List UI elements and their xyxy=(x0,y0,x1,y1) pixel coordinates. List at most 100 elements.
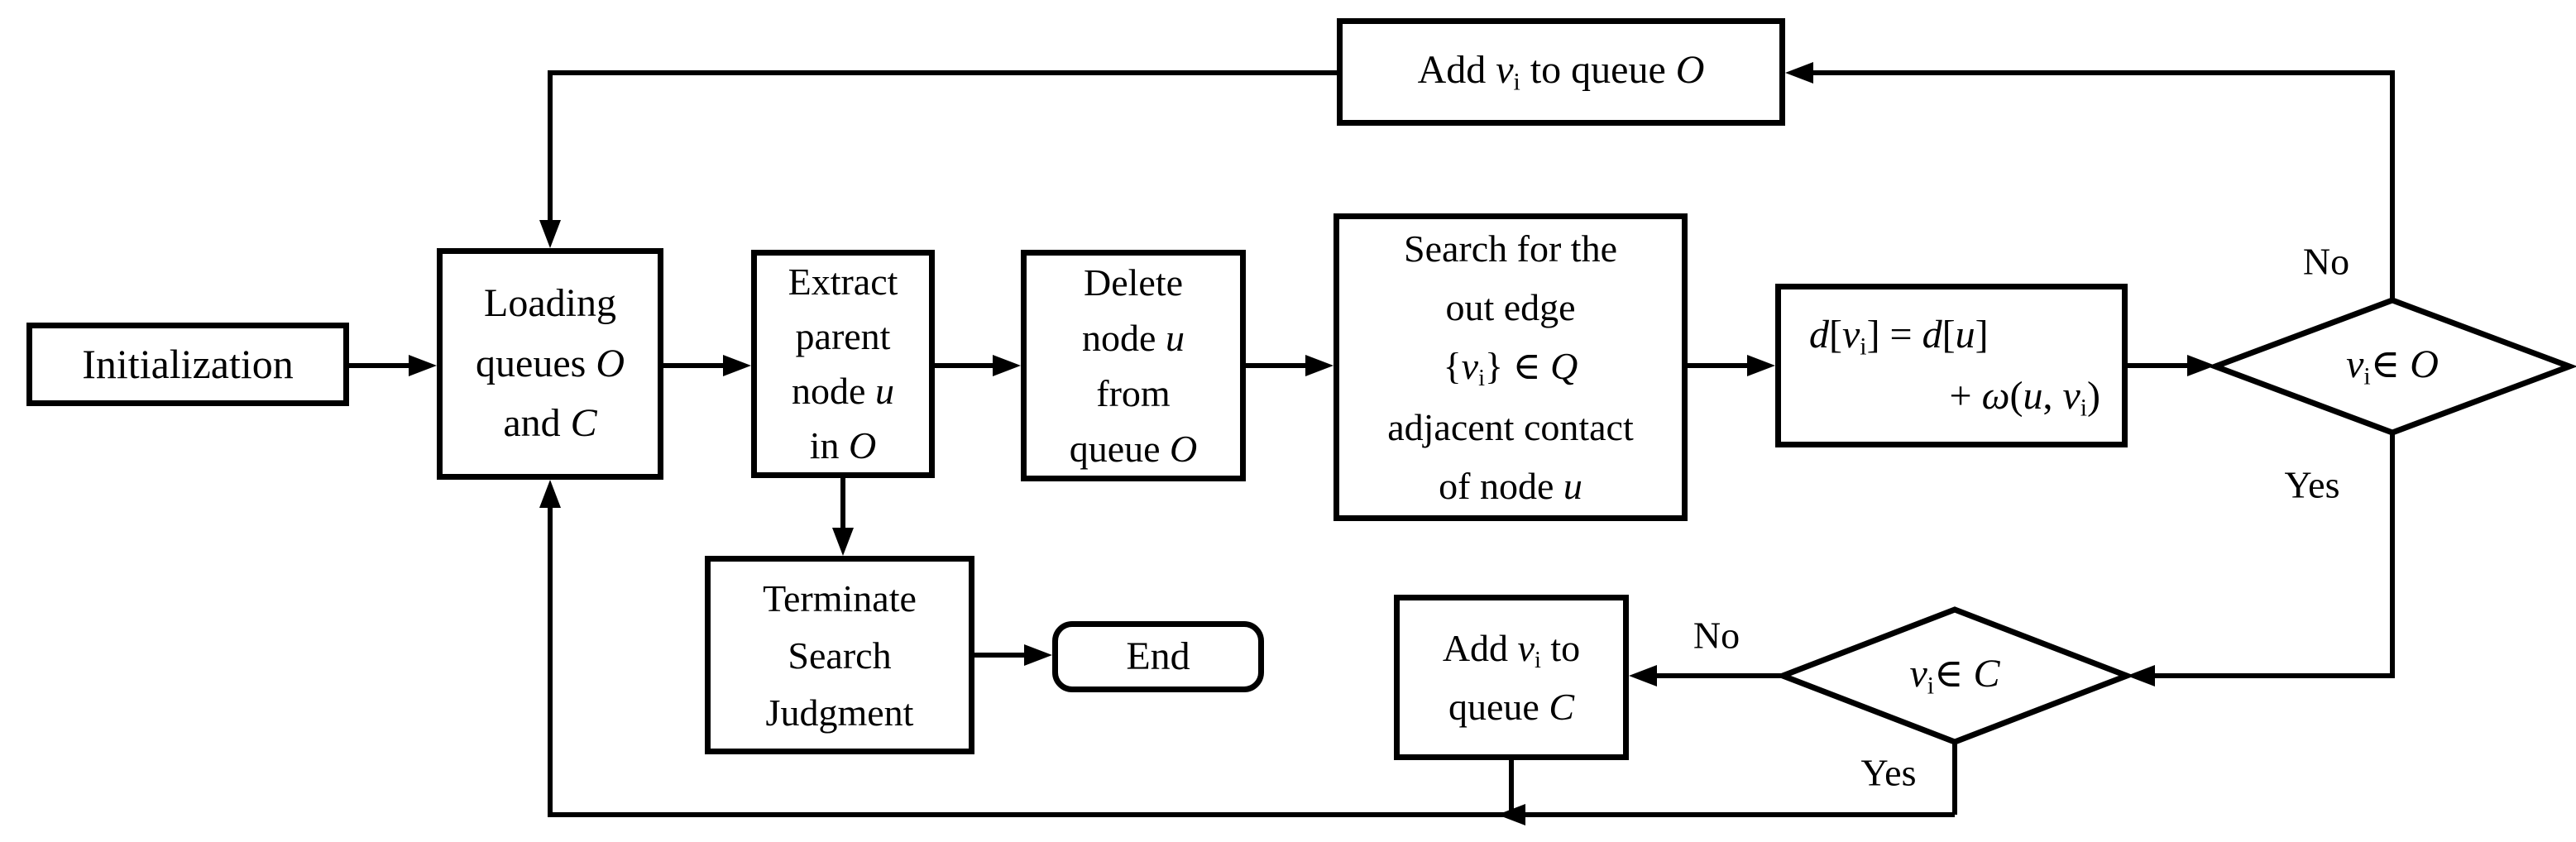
node-delete-node: Delete node u from queue O xyxy=(1021,250,1246,481)
node-line: of node u xyxy=(1439,457,1582,515)
node-line: queues O xyxy=(476,334,625,395)
text-segment: v xyxy=(1909,652,1927,696)
node-end: End xyxy=(1052,621,1264,692)
text-segment: u xyxy=(2023,374,2043,418)
node-line: Initialization xyxy=(82,337,293,391)
label-yes-bottom: Yes xyxy=(1860,751,1917,794)
node-line: node u xyxy=(1082,310,1185,366)
node-line: vi∈ O xyxy=(2346,341,2439,391)
text-segment: Delete xyxy=(1083,261,1184,304)
text-segment: i xyxy=(2080,394,2088,422)
node-line: and C xyxy=(503,394,596,454)
arrowhead-icon xyxy=(723,355,751,376)
text-segment: O xyxy=(849,424,877,467)
edge-decision-o-yes-to-decision-c xyxy=(2153,433,2395,678)
label-yes-right: Yes xyxy=(2284,463,2340,506)
arrowhead-icon xyxy=(1305,355,1333,376)
text-segment: O xyxy=(2410,342,2439,387)
text-segment: to queue xyxy=(1520,48,1676,93)
node-line: out edge xyxy=(1445,278,1575,337)
text-segment: C xyxy=(570,401,597,446)
arrowhead-icon xyxy=(832,528,854,556)
node-line: vi∈ C xyxy=(1909,650,1999,701)
text-segment: d xyxy=(1922,312,1942,356)
arrowhead-icon xyxy=(409,355,437,376)
text-segment: Loading xyxy=(484,280,616,325)
text-segment: i xyxy=(1478,366,1486,392)
text-segment: to xyxy=(1540,626,1581,669)
text-segment: i xyxy=(2363,362,2371,390)
text-segment: C xyxy=(1549,686,1575,729)
arrowhead-icon xyxy=(2127,665,2155,687)
text-segment: ∈ xyxy=(1934,652,1974,696)
text-segment: and xyxy=(503,401,571,446)
text-segment: out edge xyxy=(1445,286,1576,329)
arrowhead-icon xyxy=(1497,804,1525,825)
text-segment: Add xyxy=(1442,626,1518,669)
arrowhead-icon xyxy=(993,355,1021,376)
node-line: queue O xyxy=(1070,421,1198,476)
text-segment: v xyxy=(2346,342,2364,387)
node-line: Search xyxy=(788,627,891,684)
text-segment: Q xyxy=(1550,345,1578,388)
text-segment: queues xyxy=(476,341,596,385)
text-segment: of node xyxy=(1439,464,1563,507)
text-segment: v xyxy=(1496,48,1514,93)
text-segment: ] = xyxy=(1866,312,1922,356)
node-line: Loading xyxy=(484,274,616,334)
text-segment: u xyxy=(1563,464,1582,507)
text-segment: from xyxy=(1096,372,1171,414)
text-segment: [ xyxy=(1942,312,1956,356)
text-segment: parent xyxy=(795,314,891,357)
text-segment: , xyxy=(2042,374,2063,418)
node-shape-decision-vi-in-c xyxy=(1774,606,2135,745)
text-segment: { xyxy=(1443,345,1462,388)
text-segment: Initialization xyxy=(82,341,294,387)
text-segment: O xyxy=(1170,428,1198,471)
arrowhead-icon xyxy=(539,220,561,248)
text-segment: v xyxy=(1517,626,1535,669)
node-line: {vi} ∈ Q xyxy=(1444,337,1578,397)
label-no-bottom: No xyxy=(1693,614,1740,657)
label-no-top: No xyxy=(2302,240,2350,283)
node-line: in O xyxy=(810,419,877,473)
text-segment: End xyxy=(1126,634,1190,679)
node-line: adjacent contact xyxy=(1387,398,1634,457)
node-line: queue C xyxy=(1448,678,1574,735)
text-segment: + xyxy=(1949,374,1982,418)
node-initialization: Initialization xyxy=(26,323,349,406)
text-segment: O xyxy=(596,341,625,385)
arrowhead-icon xyxy=(1785,62,1813,84)
node-line: Delete xyxy=(1084,255,1183,310)
node-shape-decision-vi-in-o xyxy=(2207,297,2576,436)
text-segment: Extract xyxy=(788,260,898,303)
text-segment: adjacent contact xyxy=(1387,405,1634,448)
node-line: d[vi] = d[u] xyxy=(1781,304,1989,366)
node-line: node u xyxy=(792,364,894,419)
arrowhead-icon xyxy=(1747,355,1775,376)
text-segment: Add xyxy=(1417,48,1496,93)
node-decision-vi-in-o: vi∈ O xyxy=(2215,300,2569,433)
text-segment: queue xyxy=(1448,686,1549,729)
node-distance-update: d[vi] = d[u]+ ω(u, vi) xyxy=(1775,284,2128,447)
edge-feedback-to-loading xyxy=(548,506,1955,817)
text-segment: ) xyxy=(2087,374,2100,418)
text-segment: d xyxy=(1809,312,1829,356)
text-segment: in xyxy=(809,424,850,467)
arrowhead-icon xyxy=(539,480,561,508)
node-line: Extract xyxy=(788,255,898,309)
node-line: Judgment xyxy=(766,684,914,741)
node-decision-vi-in-c: vi∈ C xyxy=(1783,610,2127,742)
text-segment: O xyxy=(1675,48,1705,93)
text-segment: u xyxy=(1955,312,1975,356)
text-segment: } ∈ xyxy=(1485,345,1551,388)
text-segment: node xyxy=(792,370,875,412)
node-line: End xyxy=(1126,633,1190,681)
node-line: from xyxy=(1096,366,1170,421)
text-segment: u xyxy=(1165,316,1185,359)
